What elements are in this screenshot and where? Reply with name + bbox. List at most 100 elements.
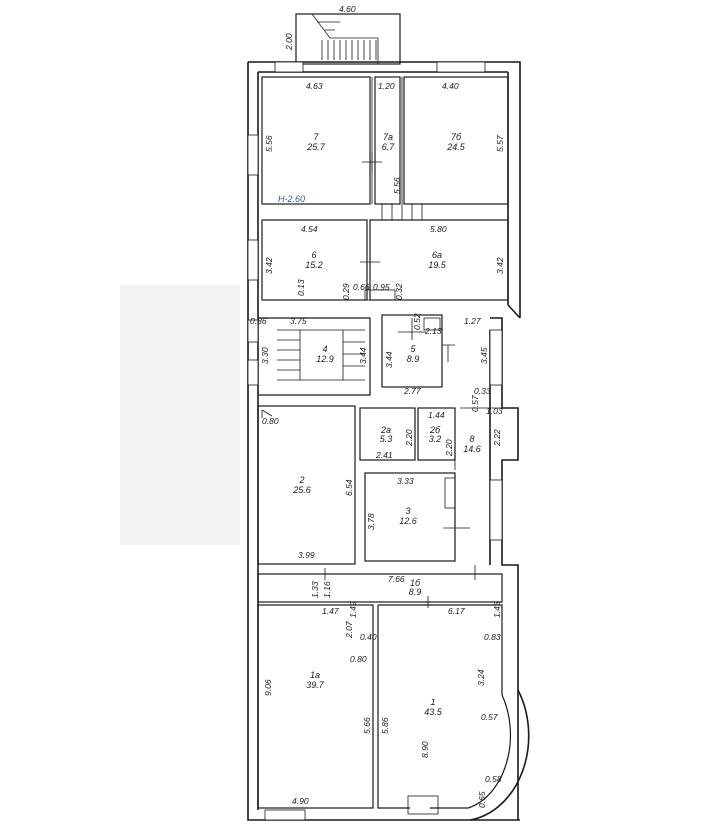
entrance-stair (295, 13, 401, 65)
room-2-num: 2 (298, 475, 304, 485)
dim-label: 0.52 (412, 313, 422, 330)
dim-label: 3.30 (260, 347, 270, 364)
room-1b-area: 8.9 (409, 587, 422, 597)
dim-label: 0.86 (250, 316, 267, 326)
dim-label: 1.16 (322, 581, 332, 598)
room-1a-area: 39.7 (306, 680, 325, 690)
room-2-area: 25.6 (292, 485, 311, 495)
dim-label: 0.80 (350, 654, 367, 664)
room-2b-area: 3.2 (429, 434, 442, 444)
dim-label: 0.57 (481, 712, 498, 722)
dim-label: 3.44 (358, 347, 368, 364)
room-7b-num: 7б (451, 132, 462, 142)
dim-label: 1.27 (464, 316, 481, 326)
dim-label: 1.49 (348, 601, 358, 618)
dim-label: 0.29 (341, 283, 351, 300)
dimension-labels: 4.60 2.00 4.63 1.20 4.40 5.56 5.57 5.56 … (250, 4, 505, 808)
room-8-area: 14.6 (463, 444, 481, 454)
dim-label: 0.66 (353, 282, 370, 292)
dim-label: 5.86 (380, 717, 390, 734)
room-2a-area: 5.3 (380, 434, 393, 444)
scan-shade (120, 285, 240, 545)
dim-label: 5.56 (264, 135, 274, 152)
dim-label: 2.00 (284, 33, 294, 51)
dim-label: 3.42 (495, 257, 505, 274)
dim-label: 2.20 (404, 429, 414, 447)
dim-label: 2.41 (375, 450, 393, 460)
dim-label: 7.66 (388, 574, 405, 584)
room-5-num: 5 (410, 344, 416, 354)
room-3-num: 3 (405, 506, 410, 516)
room-2b-num: 2б (429, 425, 441, 435)
dim-label: 4.90 (292, 796, 309, 806)
dim-label: 0.40 (360, 632, 377, 642)
dim-label: 0.58 (485, 774, 502, 784)
rooms-second (261, 219, 509, 301)
dim-label: 9.06 (263, 679, 273, 696)
dim-label: 5.80 (430, 224, 447, 234)
rooms-bottom (257, 604, 530, 821)
dim-label: 4.54 (301, 224, 318, 234)
room-2a-num: 2а (380, 425, 391, 435)
dim-label: 0.33 (474, 386, 491, 396)
room-4-num: 4 (322, 344, 327, 354)
dim-label: 2.07 (344, 621, 354, 639)
dim-label: 3.44 (384, 351, 394, 368)
dim-label: 1.44 (428, 410, 445, 420)
dim-label: 0.83 (484, 632, 501, 642)
room-1-area: 43.5 (424, 707, 443, 717)
dim-label: 1.47 (322, 606, 339, 616)
dim-label: 1.43 (492, 601, 502, 618)
room-8-num: 8 (469, 434, 474, 444)
room-1a-num: 1а (310, 670, 320, 680)
dim-label: 2.22 (492, 429, 502, 447)
dim-label: 4.40 (442, 81, 459, 91)
room-7-num: 7 (313, 132, 319, 142)
windows (247, 61, 503, 821)
dim-label: 2.13 (424, 326, 442, 336)
rooms-lower (257, 405, 502, 565)
room-7b-area: 24.5 (446, 142, 466, 152)
dim-label: 1.20 (378, 81, 395, 91)
dim-label: 6.17 (448, 606, 465, 616)
dim-label: 5.66 (362, 717, 372, 734)
dim-label: 3.45 (479, 347, 489, 364)
dim-label: 2.20 (444, 439, 454, 457)
room-6a-area: 19.5 (428, 260, 447, 270)
room-6-area: 15.2 (305, 260, 323, 270)
dim-label: 8.90 (420, 741, 430, 758)
room-3-area: 12.6 (399, 516, 417, 526)
rooms-middle (258, 314, 455, 396)
room-6a-num: 6а (432, 250, 442, 260)
dim-label: 4.60 (339, 4, 356, 14)
dim-label: 3.42 (264, 257, 274, 274)
room-1-num: 1 (430, 697, 435, 707)
rooms-top (261, 76, 509, 220)
dim-label: 0.65 (477, 791, 487, 808)
room-7-area: 25.7 (306, 142, 326, 152)
room-7a-area: 6.7 (382, 142, 396, 152)
room-6-num: 6 (311, 250, 316, 260)
room-7a-num: 7а (383, 132, 393, 142)
dim-label: 0.80 (262, 416, 279, 426)
dim-label: 5.57 (495, 135, 505, 152)
room-5-area: 8.9 (407, 354, 420, 364)
dim-label: 0.13 (296, 279, 306, 296)
room-labels: 7 25.7 7а 6.7 7б 24.5 6 15.2 6а 19.5 4 1… (278, 132, 481, 717)
height-mark: H-2.60 (278, 194, 305, 204)
dim-label: 0.32 (394, 283, 404, 300)
dim-label: 3.33 (397, 476, 414, 486)
dim-label: 3.78 (366, 513, 376, 530)
dim-label: 0.57 (470, 395, 480, 412)
dim-label: 4.63 (306, 81, 323, 91)
dim-label: 5.56 (392, 177, 402, 194)
room-1b-num: 1б (410, 578, 421, 588)
dim-label: 3.99 (298, 550, 315, 560)
dim-label: 3.75 (290, 316, 307, 326)
dim-label: 1.03 (486, 406, 503, 416)
corridor-1b (257, 565, 503, 608)
room-4-area: 12.9 (316, 354, 334, 364)
dim-label: 6.54 (344, 479, 354, 496)
dim-label: 1.33 (310, 581, 320, 598)
